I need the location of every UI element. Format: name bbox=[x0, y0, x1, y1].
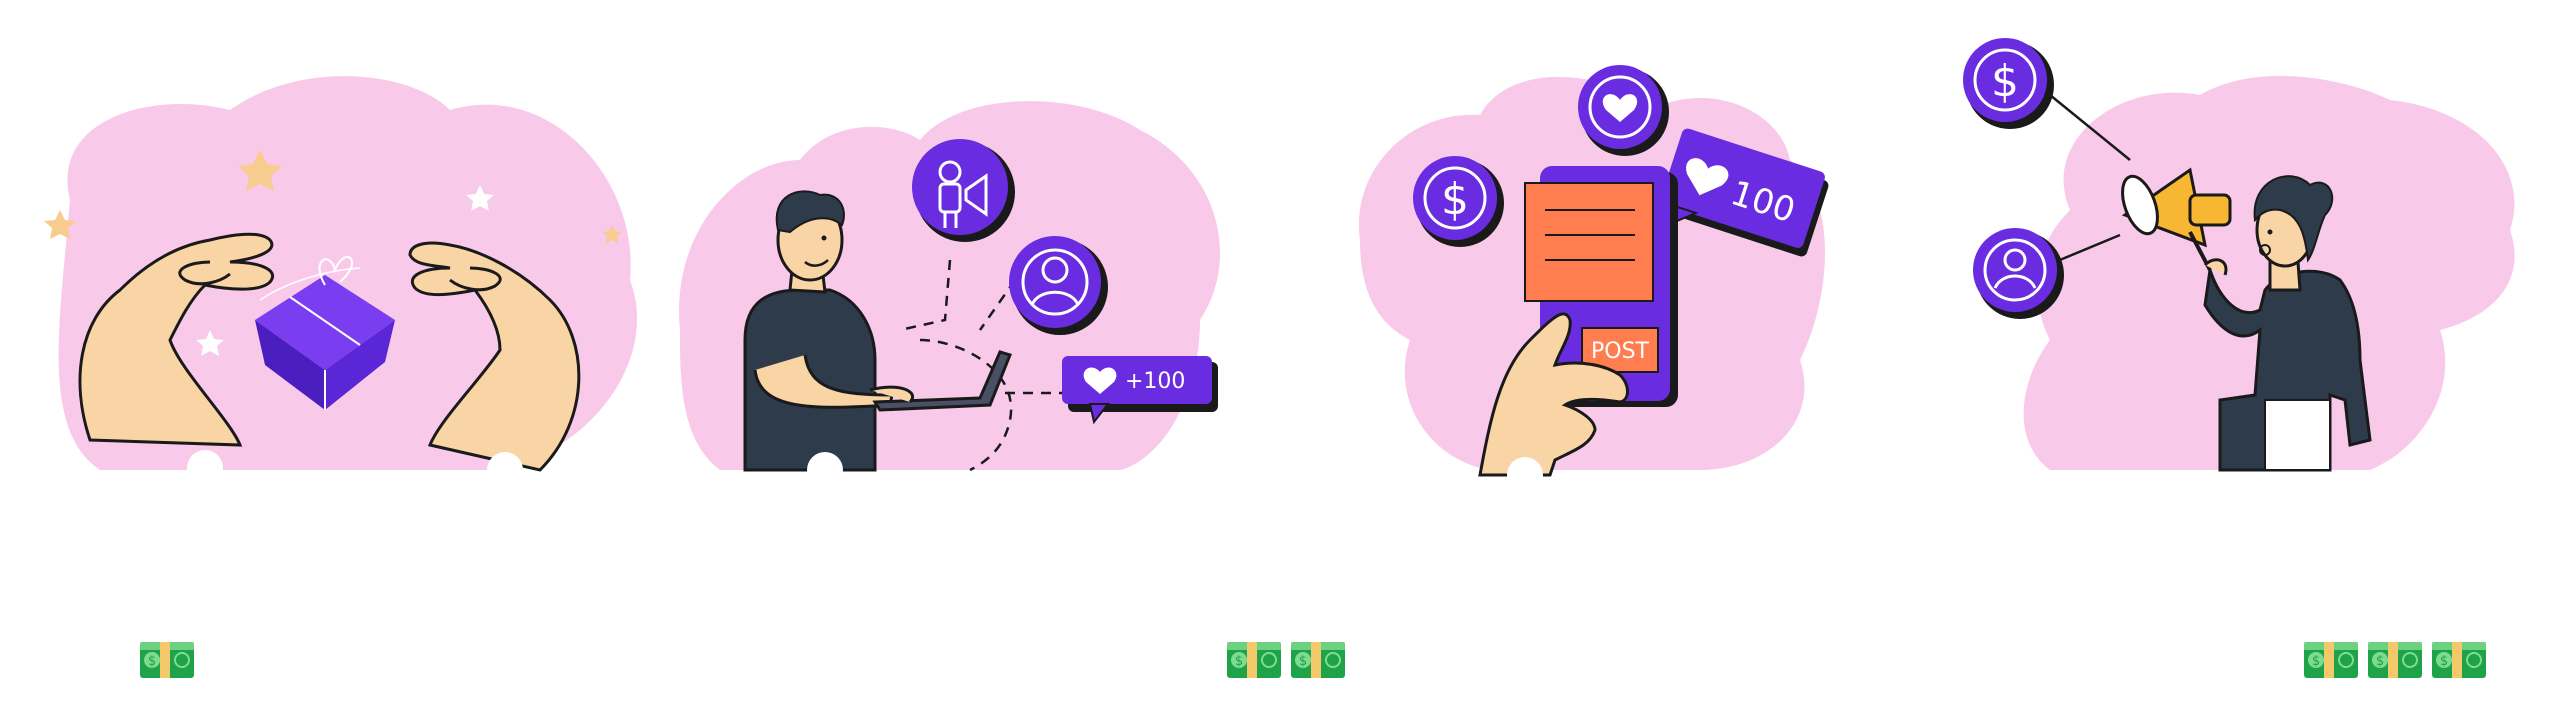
right-hand bbox=[408, 241, 581, 472]
svg-text:$: $ bbox=[148, 654, 156, 669]
money-icon: $ bbox=[1291, 642, 1345, 678]
star-icon bbox=[466, 185, 494, 211]
dollar-coin-icon: $ bbox=[1413, 156, 1504, 247]
dollar-coin-icon: $ bbox=[1963, 38, 2054, 129]
illustration-gift-hands bbox=[30, 0, 670, 500]
star-icon bbox=[44, 210, 76, 239]
money-group-1: $ bbox=[138, 640, 196, 680]
man-with-laptop bbox=[743, 190, 1013, 488]
money-icon: $ bbox=[2304, 642, 2358, 678]
money-icon: $ bbox=[2432, 642, 2486, 678]
svg-text:$: $ bbox=[1235, 654, 1243, 669]
heart-icon bbox=[1686, 158, 1729, 196]
like-card: 100 bbox=[1656, 128, 1829, 257]
hand bbox=[1478, 312, 1629, 477]
svg-text:$: $ bbox=[2376, 654, 2384, 669]
money-group-3: $ $ $ bbox=[2302, 640, 2488, 680]
svg-text:$: $ bbox=[1299, 654, 1307, 669]
illustration-megaphone-woman: $ bbox=[1920, 0, 2560, 500]
gift-box-icon bbox=[255, 256, 395, 410]
heart-coin-icon bbox=[1578, 65, 1669, 156]
megaphone-icon bbox=[2121, 167, 2232, 271]
star-icon bbox=[196, 330, 224, 356]
user-icon bbox=[1009, 236, 1108, 335]
like-badge-text: +100 bbox=[1125, 369, 1185, 394]
money-icon: $ bbox=[140, 642, 194, 678]
woman bbox=[2203, 175, 2372, 472]
svg-text:$: $ bbox=[2312, 654, 2320, 669]
like-badge bbox=[1062, 356, 1218, 425]
influencer-icon bbox=[912, 139, 1015, 242]
megaphone-woman-svg: $ bbox=[1963, 38, 2515, 472]
money-group-2: $ $ bbox=[1225, 640, 1347, 680]
left-hand bbox=[78, 232, 274, 447]
star-icon bbox=[238, 150, 282, 191]
social-post-svg: $ 100 POST bbox=[1358, 65, 1829, 493]
illustration-laptop-man: +100 bbox=[660, 0, 1300, 500]
star-icon bbox=[602, 225, 622, 243]
heart-icon bbox=[1083, 367, 1117, 394]
phone: POST bbox=[1524, 166, 1678, 407]
money-icon: $ bbox=[1227, 642, 1281, 678]
money-icon: $ bbox=[2368, 642, 2422, 678]
post-button-label: POST bbox=[1591, 339, 1650, 364]
laptop-man-svg: +100 bbox=[679, 101, 1220, 488]
illustration-social-post: $ 100 POST bbox=[1350, 0, 1990, 500]
user-icon bbox=[1973, 228, 2064, 319]
gift-hands-svg bbox=[44, 76, 638, 488]
svg-text:$: $ bbox=[1991, 56, 2019, 107]
svg-text:$: $ bbox=[1441, 174, 1469, 225]
svg-text:$: $ bbox=[2440, 654, 2448, 669]
